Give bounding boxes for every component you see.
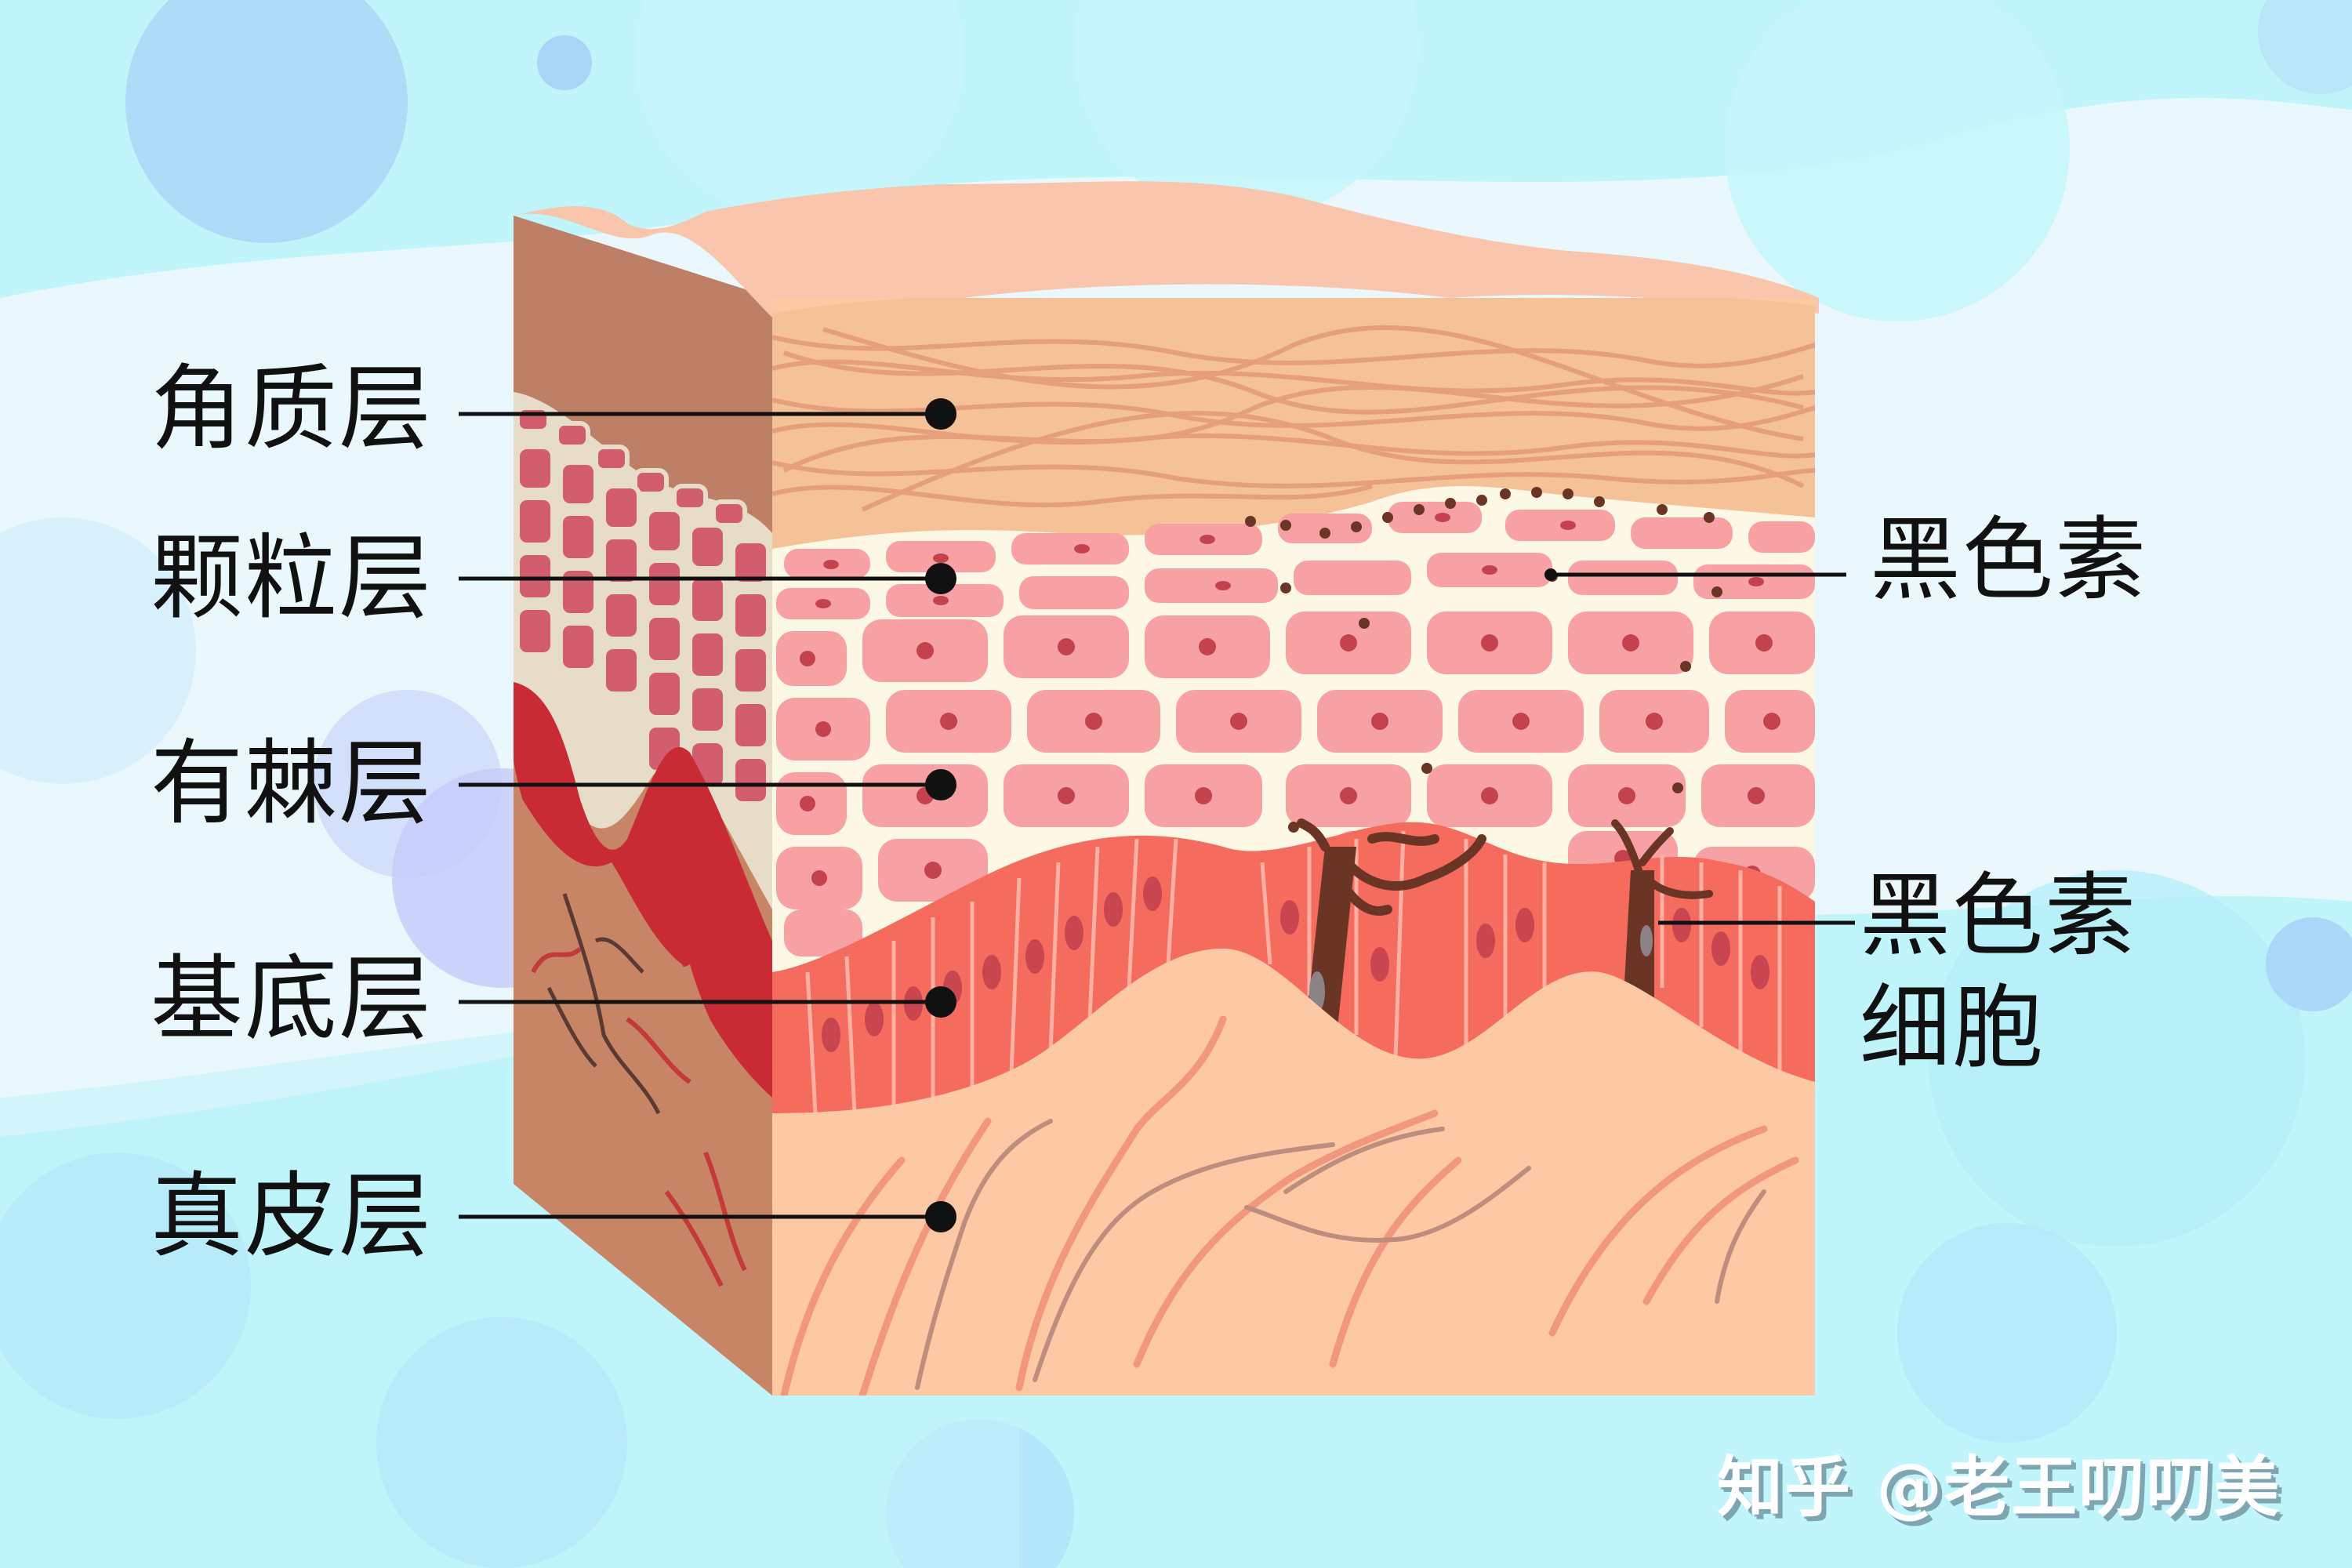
skin-block-front-face — [772, 298, 1815, 1396]
skin-block-top-surface — [514, 181, 1819, 318]
dot-stratum-granulosum — [925, 563, 956, 594]
corneum-fibers — [772, 325, 1815, 512]
dot-stratum-basale — [925, 986, 956, 1018]
bubble — [2258, 0, 2352, 94]
melanin-granules — [1245, 487, 1722, 833]
label-melanocyte: 黑色素 细胞 — [1860, 867, 2137, 1078]
bubble — [1929, 870, 2305, 1247]
bubble — [2266, 917, 2352, 1011]
bubble — [125, 0, 408, 243]
leader-lines — [459, 412, 1855, 1219]
label-melanocyte-line1: 黑色素 — [1860, 863, 2137, 969]
label-dermis: 真皮层 — [151, 1162, 434, 1270]
bubble — [1074, 0, 1419, 220]
label-melanin: 黑色素 — [1870, 507, 2147, 613]
bubble — [537, 35, 592, 90]
dot-melanin — [1544, 568, 1557, 581]
bubble — [0, 517, 196, 784]
label-stratum-corneum: 角质层 — [151, 354, 434, 463]
label-stratum-granulosum: 颗粒层 — [151, 524, 434, 632]
label-stratum-basale: 基底层 — [151, 945, 434, 1053]
label-stratum-spinosum: 有棘层 — [151, 729, 434, 837]
dot-stratum-spinosum — [925, 769, 956, 800]
watermark: 知乎 @老王叨叨美 — [1717, 1449, 2281, 1526]
dermis-vessels — [780, 1015, 1799, 1396]
bubble — [1897, 1223, 2117, 1443]
dot-stratum-corneum — [925, 398, 956, 430]
dermis-nerves — [915, 1119, 1766, 1390]
label-melanocyte-line2: 细胞 — [1860, 975, 2045, 1082]
leader-dots — [925, 398, 1557, 1232]
skin-block-side-face — [514, 216, 772, 1396]
bubble — [1725, 0, 2070, 321]
bubble — [635, 0, 964, 220]
dot-dermis — [925, 1201, 956, 1232]
